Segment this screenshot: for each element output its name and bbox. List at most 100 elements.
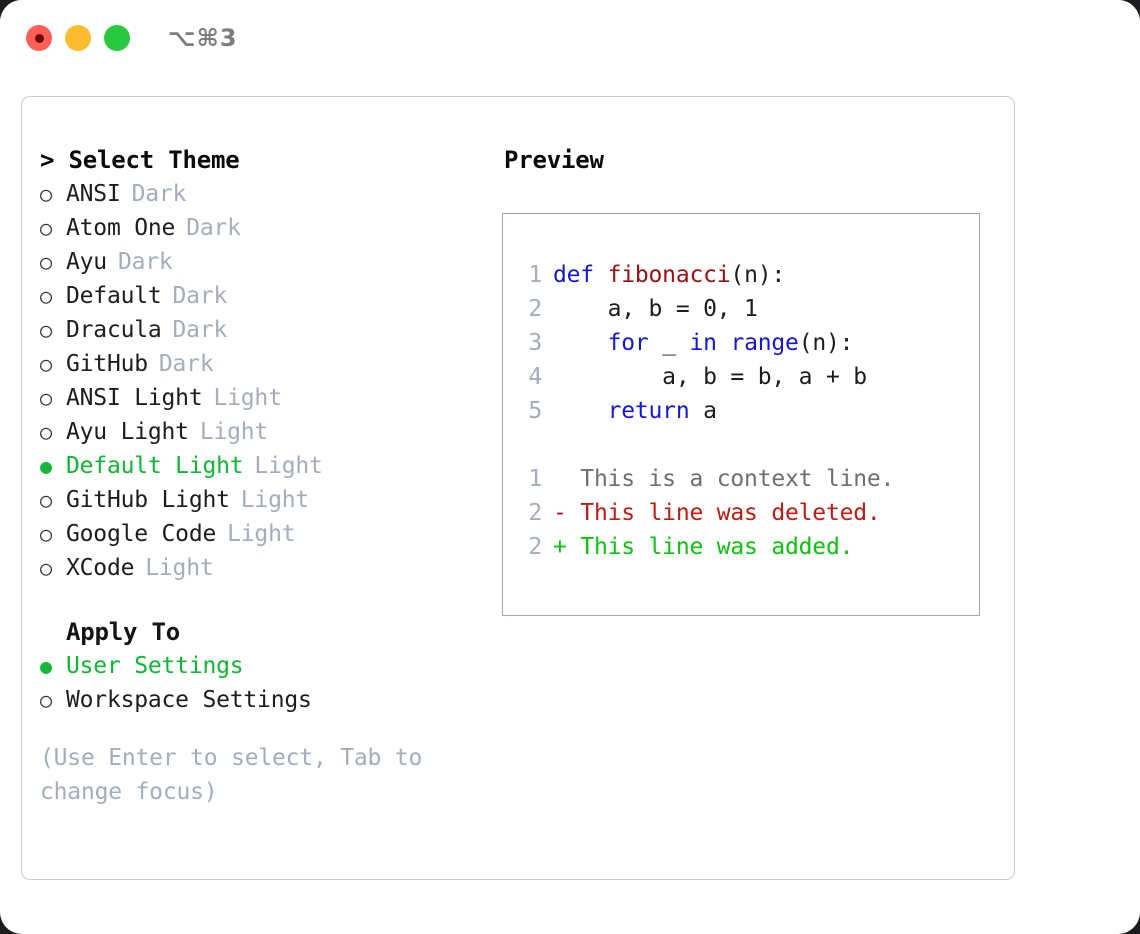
apply-to-option-list[interactable]: ● User Settings ○ Workspace Settings: [40, 649, 492, 717]
radio-unselected-icon: ○: [40, 250, 52, 274]
code-token: for: [607, 330, 649, 356]
code-token: + This line was added.: [553, 534, 854, 560]
maximize-button[interactable]: [104, 25, 130, 51]
theme-option-label: GitHub Light: [66, 487, 230, 513]
theme-option-tag: Dark: [186, 215, 241, 241]
theme-option-tag: Light: [213, 385, 282, 411]
minimize-button[interactable]: [65, 25, 91, 51]
theme-option-label: GitHub: [66, 351, 148, 377]
radio-unselected-icon: ○: [40, 522, 52, 546]
apply-to-option-workspace-settings[interactable]: ○ Workspace Settings: [40, 683, 492, 717]
apply-to-option-label: Workspace Settings: [66, 687, 312, 713]
title-bar: ⌥⌘3: [0, 0, 1140, 76]
line-number: 2: [528, 534, 542, 560]
code-line: 1 def fibonacci(n):: [519, 258, 979, 292]
code-line: 4 a, b = b, a + b: [519, 360, 979, 394]
apply-to-heading-row: Apply To: [40, 615, 492, 649]
select-theme-heading: > Select Theme: [40, 146, 240, 174]
radio-unselected-icon: ○: [40, 386, 52, 410]
apply-to-option-user-settings[interactable]: ● User Settings: [40, 649, 492, 683]
code-token: def: [553, 262, 608, 288]
diff-line: 2 + This line was added.: [519, 530, 979, 564]
diff-line: 2 - This line was deleted.: [519, 496, 979, 530]
code-token: - This line was deleted.: [553, 500, 881, 526]
theme-option-tag: Dark: [172, 283, 228, 309]
theme-option-label: Dracula: [66, 317, 162, 343]
line-number: 5: [528, 398, 542, 424]
diff-sample: 1 This is a context line. 2 - This line wa…: [519, 462, 979, 564]
code-token: in: [689, 330, 717, 356]
radio-unselected-icon: ○: [40, 216, 52, 240]
radio-unselected-icon: ○: [40, 556, 52, 580]
line-number: 1: [528, 262, 542, 288]
theme-option-label: ANSI Light: [66, 385, 203, 411]
code-token: a: [689, 398, 717, 424]
code-line-text: return a: [553, 394, 717, 428]
radio-unselected-icon: ○: [40, 688, 52, 712]
theme-option-label: Ayu: [66, 249, 107, 275]
line-number: 2: [528, 296, 542, 322]
line-number: 1: [528, 466, 542, 492]
theme-option-tag: Dark: [117, 249, 173, 275]
theme-option-label: Default Light: [66, 453, 244, 479]
apply-to-option-label: User Settings: [66, 653, 244, 679]
theme-option-tag: Dark: [131, 181, 187, 207]
theme-option-label: Default: [66, 283, 162, 309]
theme-option-tag: Light: [227, 521, 296, 547]
line-number: 3: [528, 330, 542, 356]
theme-option-label: Atom One: [66, 215, 176, 241]
code-line: 2 a, b = 0, 1: [519, 292, 979, 326]
code-token: [553, 398, 608, 424]
radio-selected-icon: ●: [40, 654, 52, 678]
radio-unselected-icon: ○: [40, 284, 52, 308]
code-token: a, b = b, a + b: [553, 364, 867, 390]
theme-option-tag: Dark: [158, 351, 214, 377]
apply-to-heading: Apply To: [66, 618, 180, 646]
code-diff-separator: [519, 428, 979, 462]
line-number: 2: [528, 500, 542, 526]
code-line-text: def fibonacci(n):: [553, 258, 785, 292]
code-token: [553, 330, 608, 356]
theme-option-tag: Light: [199, 419, 269, 445]
close-button[interactable]: [26, 25, 52, 51]
keyboard-shortcut-label: ⌥⌘3: [168, 24, 238, 52]
theme-option-atom-one[interactable]: ○ Atom One Dark: [40, 211, 492, 245]
theme-option-tag: Light: [145, 555, 214, 581]
theme-option-tag: Light: [254, 453, 323, 479]
theme-option-label: ANSI: [66, 181, 121, 207]
window-controls: [26, 25, 130, 51]
radio-unselected-icon: ○: [40, 420, 52, 444]
theme-option-default[interactable]: ○ Default Dark: [40, 279, 492, 313]
code-token: This is a context line.: [553, 466, 895, 492]
code-line: 3 for _ in range(n):: [519, 326, 979, 360]
code-token: [717, 330, 731, 356]
code-token: _: [648, 330, 690, 356]
theme-option-ayu[interactable]: ○ Ayu Dark: [40, 245, 492, 279]
code-token: return: [607, 398, 690, 424]
code-line-text: for _ in range(n):: [553, 326, 854, 360]
theme-option-ansi-light[interactable]: ○ ANSI Light Light: [40, 381, 492, 415]
radio-unselected-icon: ○: [40, 488, 52, 512]
radio-unselected-icon: ○: [40, 318, 52, 342]
keyboard-hint-text: (Use Enter to select, Tab to change focu…: [40, 745, 423, 805]
code-token: fibonacci: [607, 262, 731, 288]
theme-option-ansi[interactable]: ○ ANSI Dark: [40, 177, 492, 211]
preview-heading: Preview: [504, 146, 604, 174]
apply-to-marker: [40, 616, 66, 650]
code-token: (n):: [798, 330, 854, 356]
radio-unselected-icon: ○: [40, 182, 52, 206]
diff-line-text: - This line was deleted.: [553, 496, 881, 530]
code-token: range: [730, 330, 799, 356]
